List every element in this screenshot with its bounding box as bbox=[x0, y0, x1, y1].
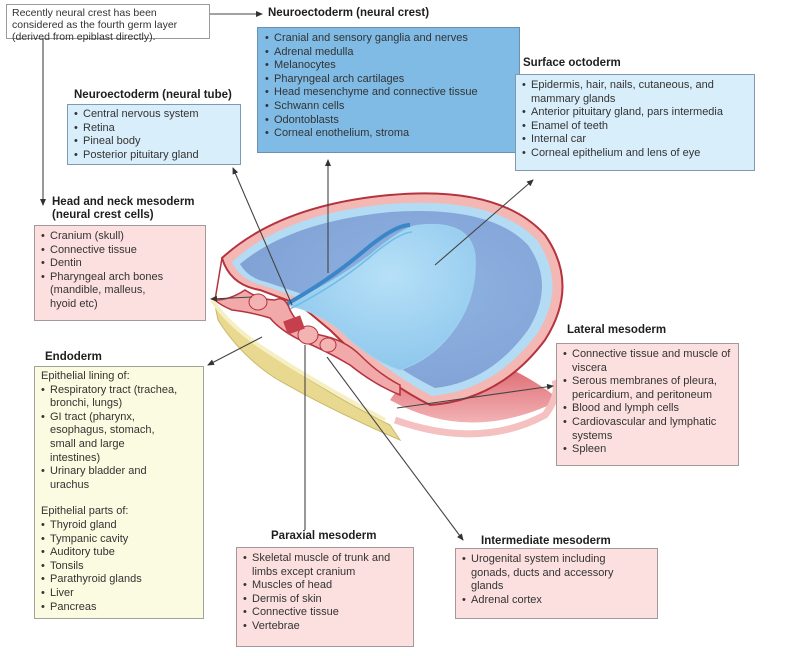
neural-crest-box: Cranial and sensory ganglia and nerves A… bbox=[257, 27, 520, 153]
head-neck-mesoderm-title: Head and neck mesoderm (neural crest cel… bbox=[52, 196, 195, 222]
list-item: Liver bbox=[41, 587, 197, 601]
list-item: Tympanic cavity bbox=[41, 533, 197, 547]
head-neck-title-line1: Head and neck mesoderm bbox=[52, 196, 195, 208]
list-item: Vertebrae bbox=[243, 620, 407, 634]
lateral-mesoderm-title: Lateral mesoderm bbox=[567, 324, 667, 336]
list-item: Skeletal muscle of trunk and limbs excep… bbox=[243, 552, 407, 579]
endoderm-lining-heading: Epithelial lining of: bbox=[41, 370, 130, 382]
list-item: Epidermis, hair, nails, cutaneous, and m… bbox=[522, 79, 748, 106]
list-item: Parathyroid glands bbox=[41, 573, 197, 587]
paraxial-mesoderm-title: Paraxial mesoderm bbox=[271, 530, 377, 542]
note-text: Recently neural crest has been considere… bbox=[12, 7, 178, 43]
list-item: Odontoblasts bbox=[265, 114, 512, 128]
list-item: Posterior pituitary gland bbox=[74, 149, 234, 163]
list-item: Corneal epithelium and lens of eye bbox=[522, 147, 748, 161]
head-neck-title-line2: (neural crest cells) bbox=[52, 209, 154, 221]
list-item: Pharyngeal arch cartilages bbox=[265, 73, 512, 87]
list-item: Pharyngeal arch bones (mandible, malleus… bbox=[41, 271, 171, 312]
amnion-outer bbox=[220, 192, 564, 407]
neural-crest-title: Neuroectoderm (neural crest) bbox=[268, 7, 430, 19]
list-item: Central nervous system bbox=[74, 108, 234, 122]
list-item: Retina bbox=[74, 122, 234, 136]
neural-plate bbox=[283, 223, 476, 371]
list-item: Cranium (skull) bbox=[41, 230, 199, 244]
list-item: Anterior pituitary gland, pars intermedi… bbox=[522, 106, 748, 120]
list-item: Muscles of head bbox=[243, 579, 407, 593]
list-item: Schwann cells bbox=[265, 100, 512, 114]
lateral-mesoderm-box: Connective tissue and muscle of viscera … bbox=[556, 343, 739, 466]
endoderm-parts-heading: Epithelial parts of: bbox=[41, 505, 129, 518]
list-item: Enamel of teeth bbox=[522, 120, 748, 134]
intermediate-mesoderm-box: Urogenital system including gonads, duct… bbox=[455, 548, 658, 619]
neural-tube-box: Central nervous system Retina Pineal bod… bbox=[67, 104, 241, 165]
list-item: Internal car bbox=[522, 133, 748, 147]
list-item: Connective tissue and muscle of viscera bbox=[563, 348, 732, 375]
list-item: GI tract (pharynx, esophagus, stomach, s… bbox=[41, 411, 161, 465]
list-item: Respiratory tract (trachea, bronchi, lun… bbox=[41, 384, 191, 411]
list-item: Cardiovascular and lymphatic systems bbox=[563, 416, 732, 443]
list-item: Connective tissue bbox=[41, 244, 199, 258]
list-item: Dentin bbox=[41, 257, 199, 271]
endoderm-layer bbox=[214, 304, 402, 442]
cut-edge-mesoderm bbox=[214, 257, 401, 397]
list-item: Adrenal cortex bbox=[462, 594, 651, 608]
list-item: Adrenal medulla bbox=[265, 46, 512, 60]
paraxial-mesoderm-box: Skeletal muscle of trunk and limbs excep… bbox=[236, 547, 414, 647]
list-item: Cranial and sensory ganglia and nerves bbox=[265, 32, 512, 46]
list-item: Connective tissue bbox=[243, 606, 407, 620]
list-item: Urinary bladder and urachus bbox=[41, 465, 161, 492]
neural-tube-title: Neuroectoderm (neural tube) bbox=[74, 89, 232, 101]
neural-groove bbox=[284, 223, 411, 307]
list-item: Melanocytes bbox=[265, 59, 512, 73]
list-item: Pineal body bbox=[74, 135, 234, 149]
list-item: Urogenital system including gonads, duct… bbox=[462, 553, 637, 594]
intermediate-mesoderm-title: Intermediate mesoderm bbox=[481, 535, 611, 547]
list-item: Serous membranes of pleura, pericardium,… bbox=[563, 375, 732, 402]
list-item: Pancreas bbox=[41, 601, 197, 615]
list-item: Auditory tube bbox=[41, 546, 197, 560]
head-neck-mesoderm-box: Cranium (skull) Connective tissue Dentin… bbox=[34, 225, 206, 321]
neural-crest-note: Recently neural crest has been considere… bbox=[6, 4, 210, 43]
surface-ectoderm-box: Epidermis, hair, nails, cutaneous, and m… bbox=[515, 74, 755, 171]
amniotic-cavity bbox=[240, 210, 542, 388]
list-item: Spleen bbox=[563, 443, 732, 457]
endoderm-box: Epithelial lining of: Respiratory tract … bbox=[34, 366, 204, 619]
yolk-sac-wall bbox=[390, 350, 560, 423]
surface-ectoderm-title: Surface octoderm bbox=[523, 57, 621, 69]
list-item: Dermis of skin bbox=[243, 593, 407, 607]
list-item: Thyroid gland bbox=[41, 519, 197, 533]
endoderm-title: Endoderm bbox=[45, 351, 102, 363]
list-item: Corneal enothelium, stroma bbox=[265, 127, 512, 141]
list-item: Blood and lymph cells bbox=[563, 402, 732, 416]
list-item: Head mesenchyme and connective tissue bbox=[265, 86, 512, 100]
list-item: Tonsils bbox=[41, 560, 197, 574]
